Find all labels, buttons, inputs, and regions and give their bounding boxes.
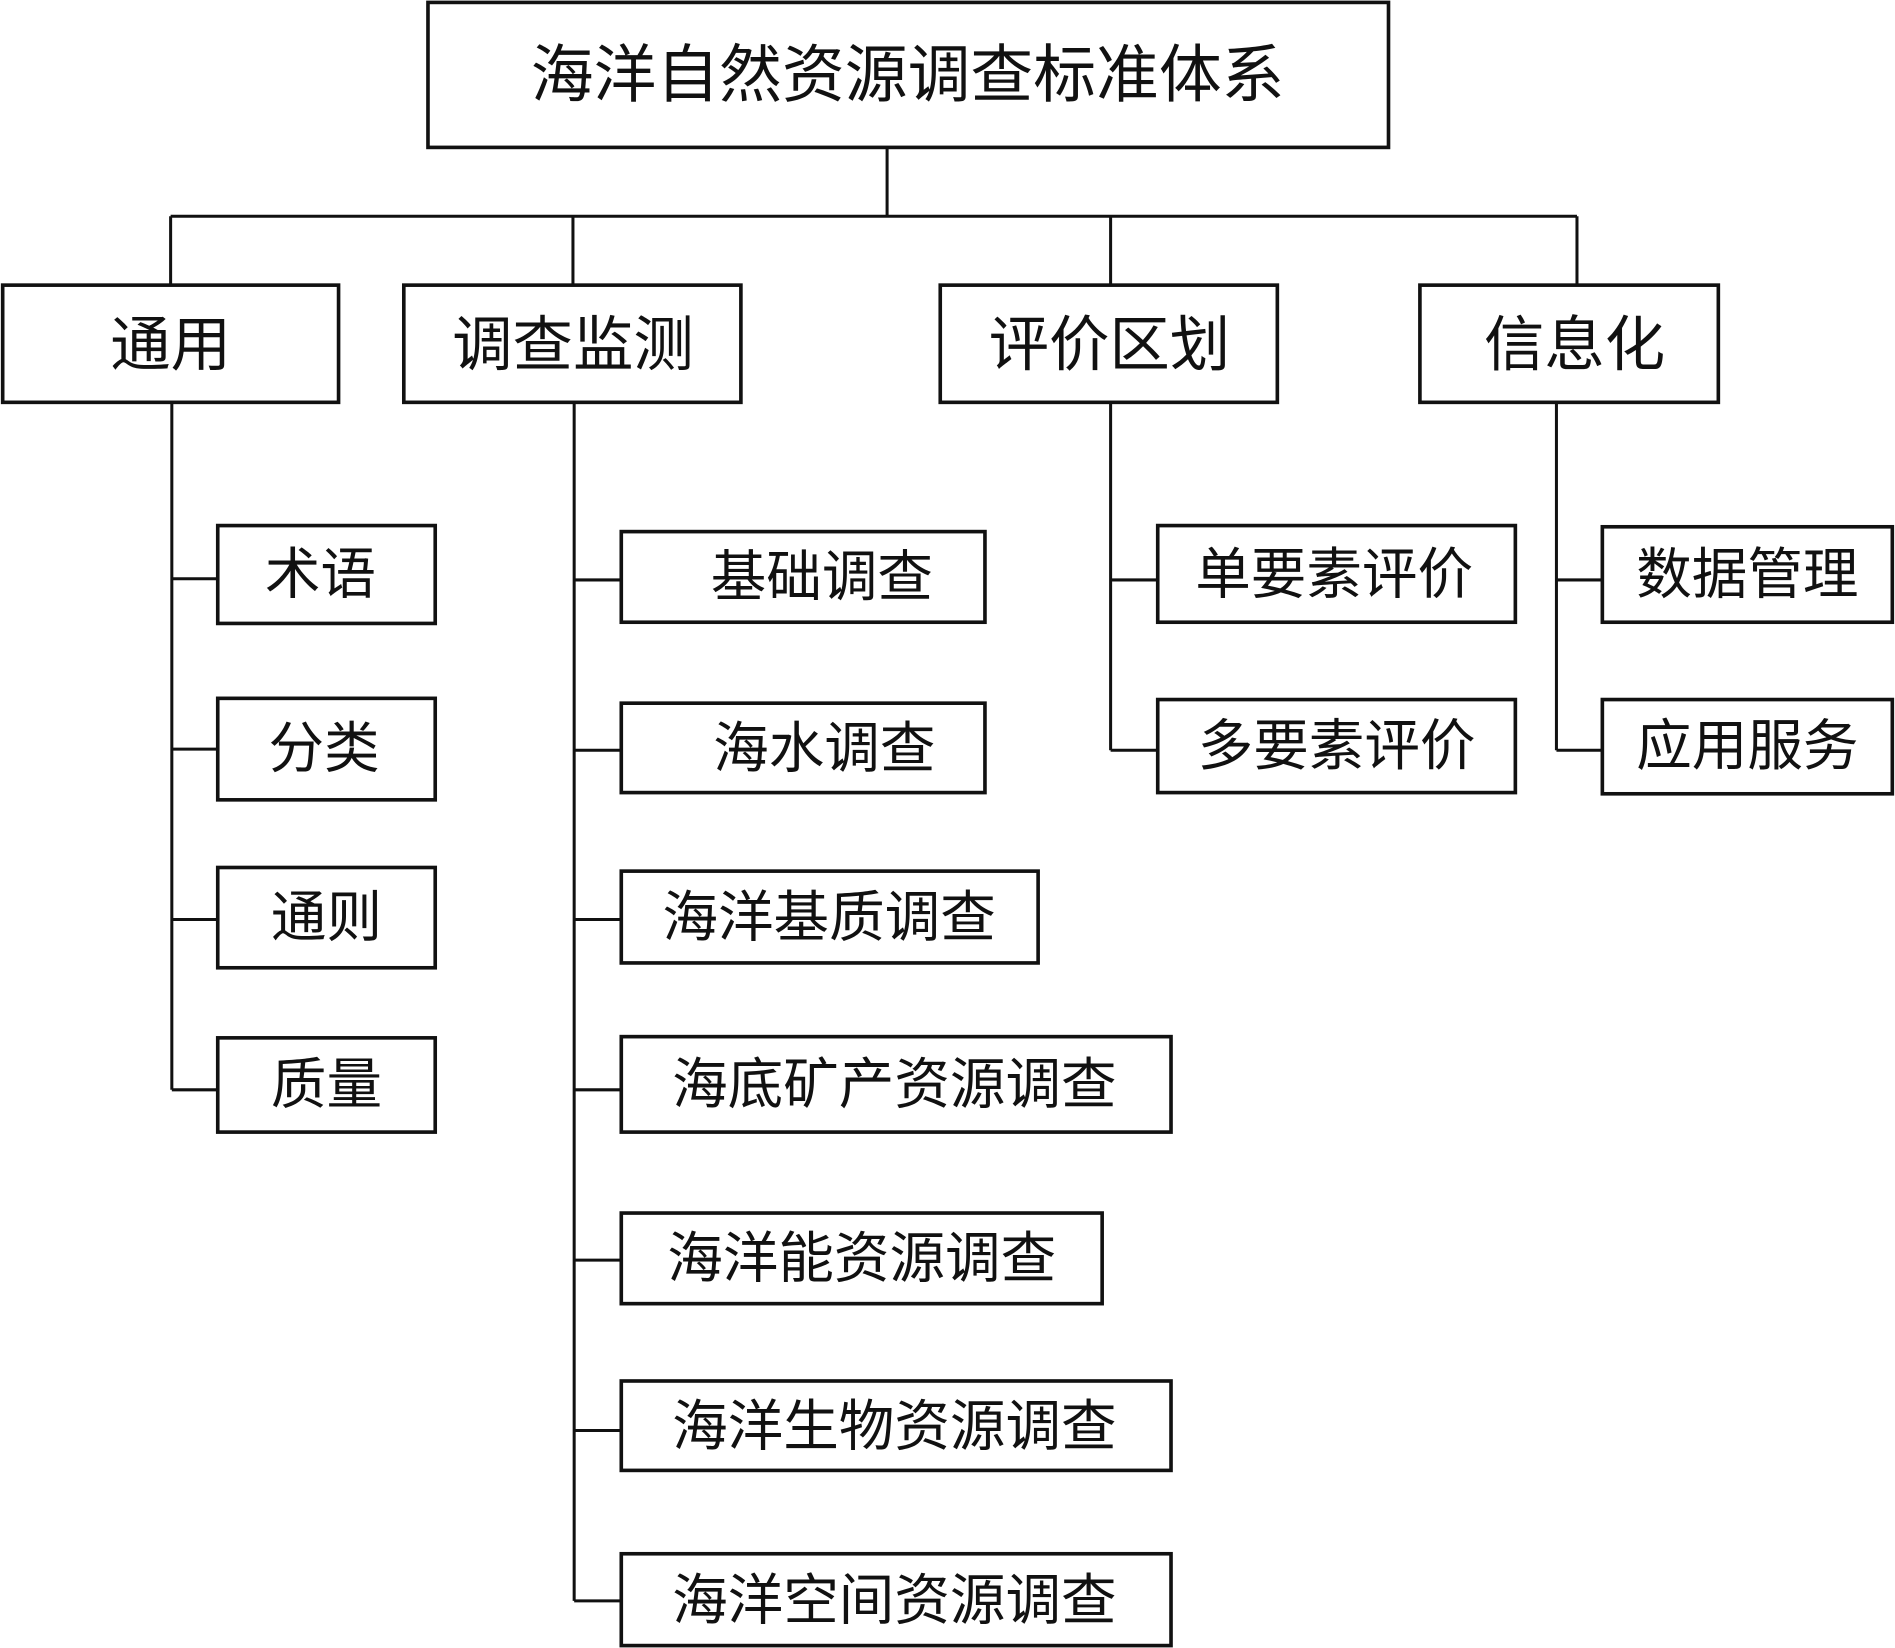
leaf-node: 多要素评价 [1155, 697, 1518, 795]
svg-text:数据管理: 数据管理 [1636, 543, 1858, 608]
svg-text:通则: 通则 [271, 886, 382, 951]
category-node-informatization: 信息化 [1418, 283, 1721, 405]
svg-text:海底矿产资源调查: 海底矿产资源调查 [672, 1052, 1116, 1117]
leaf-node: 术语 [215, 523, 438, 626]
svg-text:质量: 质量 [271, 1052, 382, 1117]
leaf-node: 数据管理 [1600, 524, 1895, 625]
connector-lines [169, 147, 1603, 1603]
category-node-evaluation-zoning: 评价区划 [938, 283, 1280, 405]
svg-text:分类: 分类 [269, 717, 380, 782]
svg-text:海水调查: 海水调查 [713, 717, 935, 782]
root-label: 海洋自然资源调查标准体系 [531, 38, 1285, 111]
leaf-node: 海洋基质调查 [619, 869, 1040, 965]
leaf-node: 海洋空间资源调查 [619, 1551, 1173, 1648]
leaf-node: 质量 [215, 1036, 438, 1134]
category-label: 通用 [110, 311, 231, 381]
svg-text:应用服务: 应用服务 [1636, 714, 1858, 779]
category-label: 调查监测 [452, 311, 694, 381]
svg-text:术语: 术语 [265, 543, 376, 608]
leaf-node: 基础调查 [619, 529, 987, 625]
leaf-node: 分类 [215, 696, 438, 802]
leaf-node: 通则 [215, 865, 438, 970]
leaf-node: 海水调查 [619, 701, 987, 795]
leaf-node: 海洋生物资源调查 [619, 1379, 1173, 1473]
category-label: 评价区划 [989, 311, 1231, 381]
leaf-node: 海洋能资源调查 [619, 1211, 1104, 1306]
category-node-survey-monitoring: 调查监测 [401, 283, 743, 405]
category-label: 信息化 [1484, 311, 1665, 381]
svg-text:多要素评价: 多要素评价 [1198, 714, 1476, 779]
svg-text:单要素评价: 单要素评价 [1195, 543, 1473, 608]
svg-text:基础调查: 基础调查 [711, 545, 933, 610]
svg-text:海洋基质调查: 海洋基质调查 [662, 886, 995, 951]
svg-text:海洋空间资源调查: 海洋空间资源调查 [672, 1568, 1116, 1633]
svg-text:海洋能资源调查: 海洋能资源调查 [667, 1226, 1056, 1291]
category-node-general: 通用 [0, 283, 341, 405]
leaf-node: 海底矿产资源调查 [619, 1034, 1173, 1134]
leaf-node: 应用服务 [1600, 697, 1895, 796]
svg-text:海洋生物资源调查: 海洋生物资源调查 [672, 1394, 1116, 1459]
root-node: 海洋自然资源调查标准体系 [426, 0, 1391, 150]
leaf-node: 单要素评价 [1155, 523, 1518, 625]
